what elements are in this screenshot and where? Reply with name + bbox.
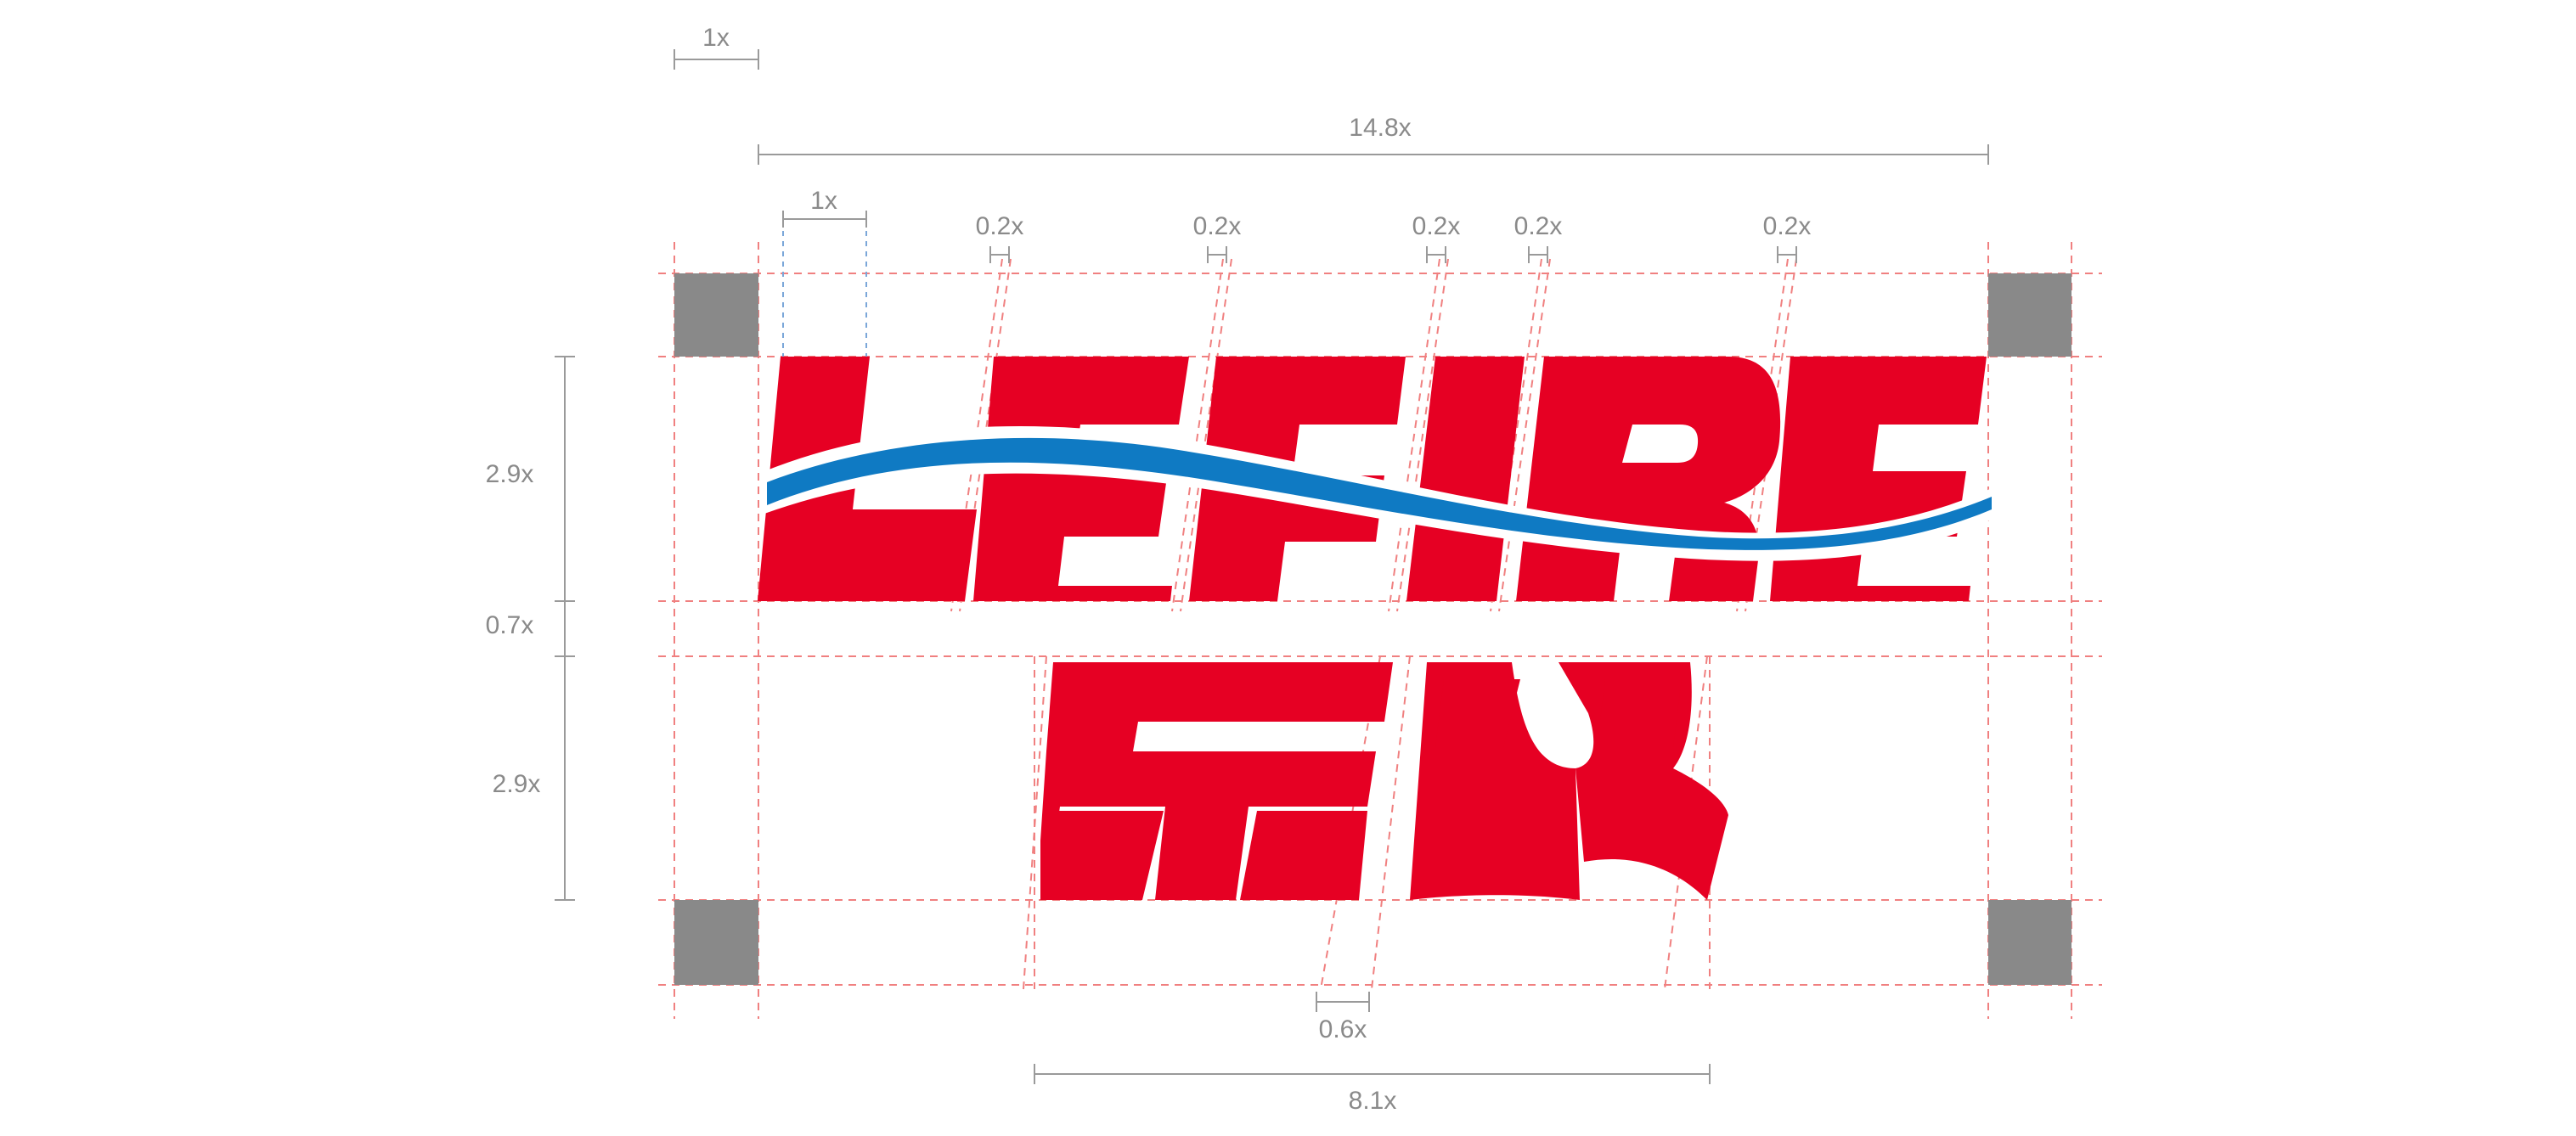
label-gap-5: 0.2x bbox=[1763, 212, 1812, 240]
wordmark-chinese bbox=[1040, 662, 1728, 900]
corner-block-top-right bbox=[1988, 273, 2072, 357]
label-gap-3: 0.2x bbox=[1412, 212, 1461, 240]
dimension-lines bbox=[555, 49, 1989, 1084]
label-gap-2: 0.2x bbox=[1193, 212, 1242, 240]
corner-block-bottom-left bbox=[674, 900, 758, 985]
label-upper-height: 2.9x bbox=[486, 460, 534, 488]
label-lower-height: 2.9x bbox=[493, 770, 541, 798]
label-middle-gap: 0.7x bbox=[486, 611, 534, 639]
label-gap-1: 0.2x bbox=[976, 212, 1024, 240]
label-gap-4: 0.2x bbox=[1514, 212, 1563, 240]
clearspace-blocks bbox=[674, 273, 2072, 985]
corner-block-top-left bbox=[674, 273, 758, 357]
label-unit-top: 1x bbox=[702, 24, 730, 52]
wave-swoosh bbox=[764, 426, 1992, 561]
label-letter-unit: 1x bbox=[810, 187, 837, 215]
label-stroke-gap: 0.6x bbox=[1319, 1015, 1367, 1043]
dimension-labels: 1x 14.8x 1x 0.2x 0.2x 0.2x 0.2x 0.2x 2.9… bbox=[486, 24, 1812, 1115]
label-total-width: 14.8x bbox=[1349, 114, 1411, 142]
unit-guides bbox=[782, 221, 867, 357]
label-chinese-width: 8.1x bbox=[1349, 1087, 1397, 1115]
corner-block-bottom-right bbox=[1988, 900, 2072, 985]
